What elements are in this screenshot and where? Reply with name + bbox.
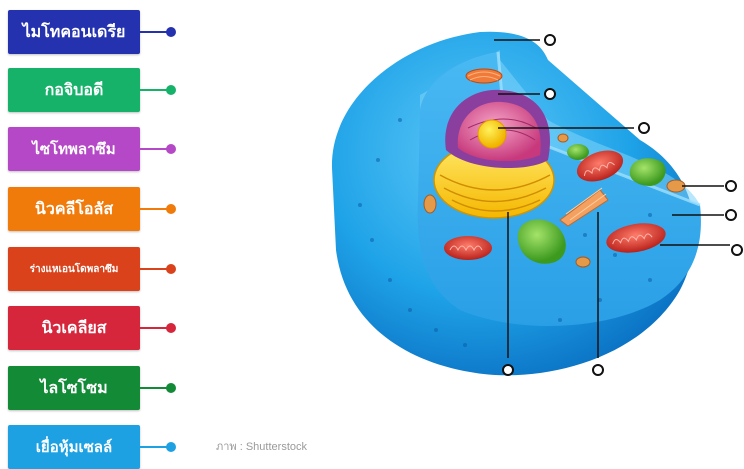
drop-target[interactable] xyxy=(731,244,743,256)
nucleolus-shape xyxy=(478,120,506,148)
drop-target[interactable] xyxy=(592,364,604,376)
drop-target[interactable] xyxy=(544,34,556,46)
drop-target[interactable] xyxy=(725,180,737,192)
golgi-shape xyxy=(466,69,502,83)
drop-target[interactable] xyxy=(638,122,650,134)
drop-target[interactable] xyxy=(544,88,556,100)
image-credit: ภาพ : Shutterstock xyxy=(216,437,307,455)
drop-target[interactable] xyxy=(725,209,737,221)
drop-target[interactable] xyxy=(502,364,514,376)
